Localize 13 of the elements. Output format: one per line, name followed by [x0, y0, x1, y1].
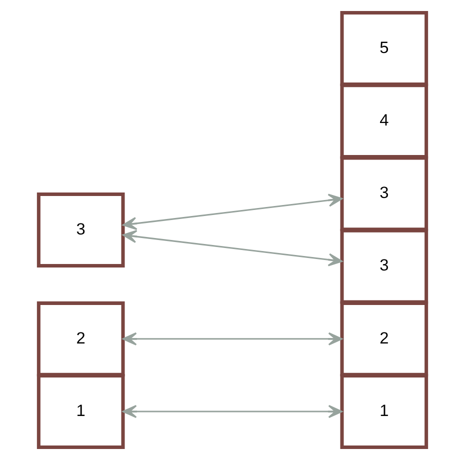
node-box: 2 — [36, 301, 125, 376]
node-box: 1 — [36, 374, 125, 449]
node-box: 3 — [340, 156, 428, 232]
node-box: 3 — [36, 192, 125, 268]
node-box: 4 — [340, 84, 428, 159]
node-box: 5 — [340, 11, 428, 86]
arrow — [122, 332, 343, 346]
node-box: 2 — [340, 301, 428, 376]
node-box: 1 — [340, 374, 428, 449]
node-box: 3 — [340, 228, 428, 304]
arrow — [122, 404, 343, 418]
arrow — [122, 194, 343, 230]
arrow — [122, 230, 343, 266]
